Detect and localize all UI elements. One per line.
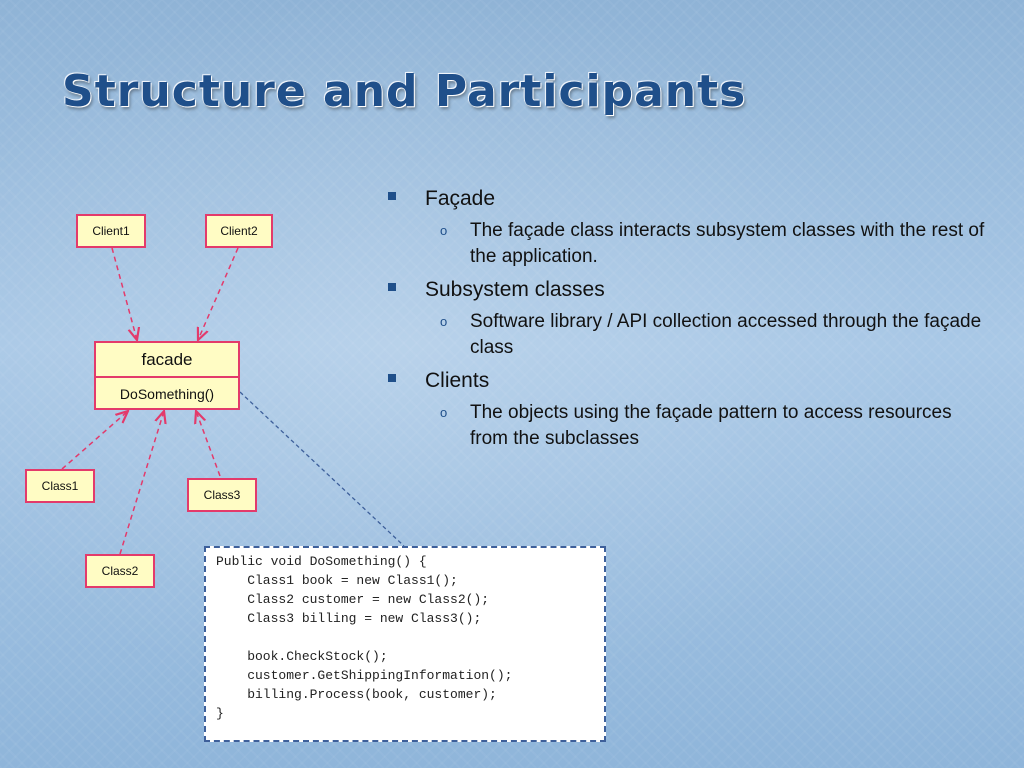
facade-class-box: facade DoSomething() bbox=[94, 341, 240, 410]
method-to-code-connector bbox=[239, 391, 405, 547]
bullet-list: Façade o The façade class interacts subs… bbox=[388, 186, 988, 459]
client1-label: Client1 bbox=[92, 224, 130, 238]
sub-bullet: o The objects using the façade pattern t… bbox=[388, 400, 988, 452]
sub-bullet-text: The objects using the façade pattern to … bbox=[470, 402, 952, 449]
client2-to-facade-arrow bbox=[198, 247, 239, 340]
circle-bullet-icon: o bbox=[440, 405, 448, 420]
bullet-facade: Façade bbox=[388, 186, 988, 212]
circle-bullet-icon: o bbox=[440, 314, 448, 329]
code-line bbox=[216, 628, 594, 647]
client2-box: Client2 bbox=[205, 214, 273, 248]
code-listing: Public void DoSomething() { Class1 book … bbox=[204, 546, 606, 742]
class2-box: Class2 bbox=[85, 554, 155, 588]
code-line: } bbox=[216, 706, 224, 721]
client1-to-facade-arrow bbox=[111, 247, 137, 340]
bullet-clients: Clients bbox=[388, 368, 988, 394]
code-line: customer.GetShippingInformation(); bbox=[216, 668, 513, 683]
bullet-label: Clients bbox=[425, 369, 490, 392]
sub-bullet-text: The façade class interacts subsystem cla… bbox=[470, 220, 985, 267]
bullet-label: Subsystem classes bbox=[425, 278, 605, 301]
square-bullet-icon bbox=[388, 374, 396, 382]
square-bullet-icon bbox=[388, 192, 396, 200]
square-bullet-icon bbox=[388, 283, 396, 291]
class1-label: Class1 bbox=[41, 479, 79, 493]
code-line: Class2 customer = new Class2(); bbox=[216, 592, 490, 607]
class1-to-facade-arrow bbox=[61, 411, 128, 470]
class3-to-facade-arrow bbox=[196, 411, 221, 477]
class1-box: Class1 bbox=[25, 469, 95, 503]
sub-bullet-text: Software library / API collection access… bbox=[470, 311, 982, 358]
client2-label: Client2 bbox=[220, 224, 258, 238]
bullet-subsystem-classes: Subsystem classes bbox=[388, 277, 988, 303]
circle-bullet-icon: o bbox=[440, 223, 448, 238]
code-line: book.CheckStock(); bbox=[216, 649, 388, 664]
sub-bullet: o The façade class interacts subsystem c… bbox=[388, 218, 988, 270]
code-line: Class1 book = new Class1(); bbox=[216, 573, 458, 588]
slide-title: Structure and Participants bbox=[62, 66, 747, 117]
client1-box: Client1 bbox=[76, 214, 146, 248]
code-line: Public void DoSomething() { bbox=[216, 554, 427, 569]
class2-label: Class2 bbox=[101, 564, 139, 578]
class3-label: Class3 bbox=[203, 488, 241, 502]
class3-box: Class3 bbox=[187, 478, 257, 512]
facade-name: facade bbox=[96, 343, 238, 378]
sub-bullet: o Software library / API collection acce… bbox=[388, 309, 988, 361]
class2-to-facade-arrow bbox=[119, 411, 164, 555]
facade-method: DoSomething() bbox=[119, 386, 215, 402]
code-line: billing.Process(book, customer); bbox=[216, 687, 497, 702]
bullet-label: Façade bbox=[425, 187, 496, 210]
code-line: Class3 billing = new Class3(); bbox=[216, 611, 482, 626]
